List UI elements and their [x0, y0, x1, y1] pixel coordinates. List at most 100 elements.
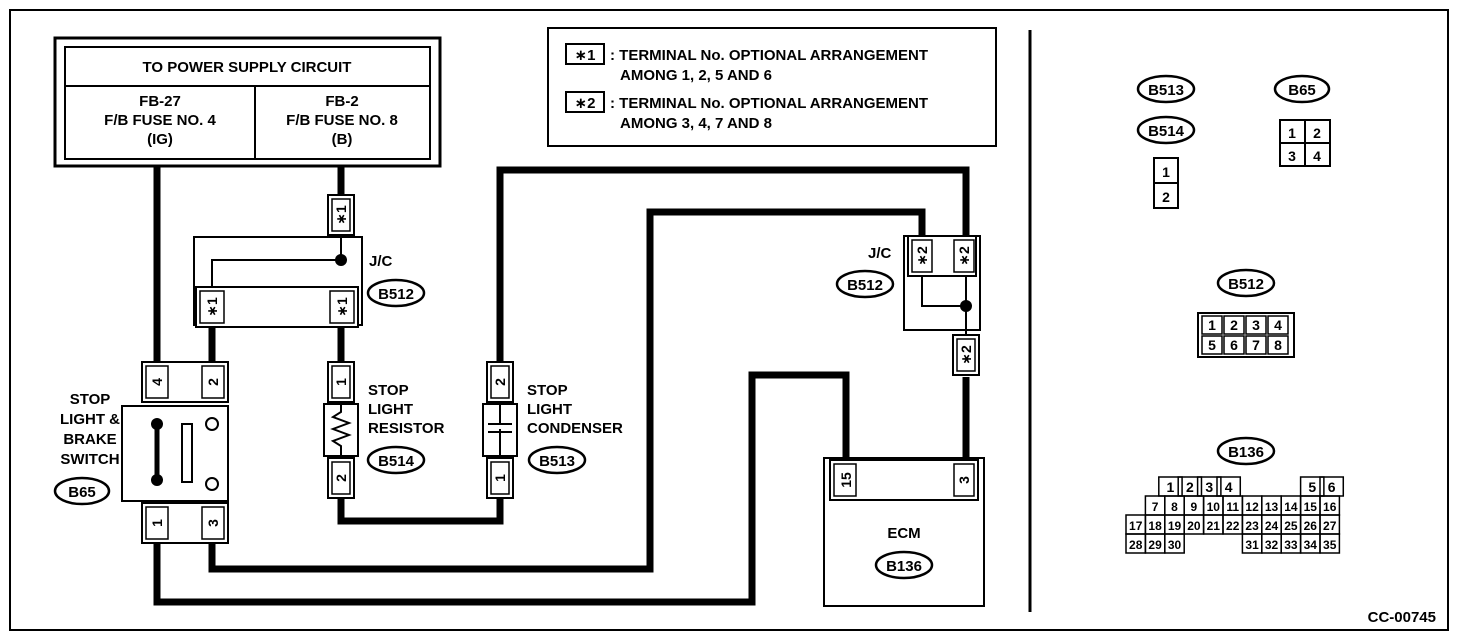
b512-pin-4: 4 — [1274, 317, 1282, 333]
b136-pin-4: 4 — [1225, 479, 1233, 495]
b136-pin-13: 13 — [1265, 500, 1279, 514]
legend-key-2: ∗2 — [575, 95, 596, 112]
jc-left: ∗1 ∗1 ∗1 J/C B512 — [193, 194, 426, 328]
b136-pin-21: 21 — [1207, 519, 1221, 533]
ecm-pin-3: 3 — [956, 476, 972, 484]
conn-b65-code: B65 — [1288, 82, 1316, 99]
b136-pin-11: 11 — [1226, 500, 1239, 514]
resistor-label-1: STOP — [368, 382, 409, 399]
fuse-left-line1: FB-27 — [139, 93, 181, 110]
b136-pin-18: 18 — [1148, 519, 1162, 533]
power-supply-box: TO POWER SUPPLY CIRCUIT FB-27 F/B FUSE N… — [53, 36, 442, 168]
jc-right-label: J/C — [868, 245, 892, 262]
legend-text-1a: : TERMINAL No. OPTIONAL ARRANGEMENT — [610, 47, 928, 64]
resistor-pin-2: 2 — [333, 474, 349, 482]
switch-pin-3: 3 — [205, 519, 221, 527]
b136-pin-2: 2 — [1186, 479, 1194, 495]
ecm-pin-15: 15 — [838, 472, 854, 488]
b136-pin-12: 12 — [1245, 500, 1259, 514]
switch-label-4: SWITCH — [60, 451, 119, 468]
switch-pin-1: 1 — [149, 519, 165, 527]
jc-left-label: J/C — [369, 253, 393, 270]
wire-condenser-to-jc — [496, 166, 970, 362]
b136-pin-15: 15 — [1304, 500, 1318, 514]
b512-pin-8-cell — [1267, 335, 1289, 355]
b512-pin-6-cell — [1223, 335, 1245, 355]
b514-pin-2: 2 — [1162, 189, 1170, 205]
jc-left-code: B512 — [378, 286, 414, 303]
b512-pin-6: 6 — [1230, 337, 1238, 353]
jc-left-top-star: ∗1 — [333, 205, 349, 225]
b136-pin-32: 32 — [1265, 538, 1279, 552]
ecm-label: ECM — [887, 525, 920, 542]
stop-light-condenser: 2 1 STOP LIGHT CONDENSER B513 — [482, 361, 623, 499]
b136-pin-28: 28 — [1129, 538, 1143, 552]
b136-pin-6: 6 — [1328, 479, 1336, 495]
jc-right-bottom-star: ∗2 — [958, 345, 974, 365]
b512-pin-7: 7 — [1252, 337, 1260, 353]
b65-pin-3: 3 — [1288, 148, 1296, 164]
b136-pin-19: 19 — [1168, 519, 1182, 533]
b136-pin-26: 26 — [1304, 519, 1318, 533]
b136-pin-24: 24 — [1265, 519, 1279, 533]
b136-pin-20: 20 — [1187, 519, 1201, 533]
b136-pin-1: 1 — [1167, 479, 1175, 495]
b136-pin-17: 17 — [1129, 519, 1143, 533]
b136-pin-22: 22 — [1226, 519, 1240, 533]
b136-pin-14: 14 — [1284, 500, 1298, 514]
switch-pin-2: 2 — [205, 378, 221, 386]
fuse-right-line1: FB-2 — [325, 93, 358, 110]
b136-pin-5: 5 — [1308, 479, 1316, 495]
conn-b136-code: B136 — [1228, 444, 1264, 461]
switch-label-2: LIGHT & — [60, 411, 120, 428]
condenser-pin-2: 2 — [492, 378, 508, 386]
b512-pin-5: 5 — [1208, 337, 1216, 353]
b65-pin-2: 2 — [1313, 125, 1321, 141]
b65-pin-1: 1 — [1288, 125, 1296, 141]
jc-right-star-1: ∗2 — [914, 246, 930, 266]
legend-text-2b: AMONG 3, 4, 7 AND 8 — [620, 115, 772, 132]
resistor-code: B514 — [378, 453, 415, 470]
condenser-label-3: CONDENSER — [527, 420, 623, 437]
condenser-code: B513 — [539, 453, 575, 470]
switch-code: B65 — [68, 484, 96, 501]
resistor-pin-1: 1 — [333, 378, 349, 386]
fuse-left-line2: F/B FUSE NO. 4 — [104, 112, 216, 129]
diagram-frame — [9, 9, 1449, 631]
b512-pin-3: 3 — [1252, 317, 1260, 333]
wires — [153, 166, 970, 606]
b136-pin-31: 31 — [1245, 538, 1259, 552]
b136-pin-34: 34 — [1304, 538, 1318, 552]
jc-left-bottom-star-2: ∗1 — [334, 297, 350, 317]
b136-pin-7: 7 — [1152, 500, 1159, 514]
condenser-label-2: LIGHT — [527, 401, 572, 418]
b136-pin-29: 29 — [1148, 538, 1162, 552]
power-box-title: TO POWER SUPPLY CIRCUIT — [143, 59, 352, 76]
stop-light-resistor: 1 2 STOP LIGHT RESISTOR B514 — [323, 361, 445, 499]
wire-switch1-to-ecm — [153, 371, 850, 606]
b136-pin-30: 30 — [1168, 538, 1182, 552]
conn-b512-code: B512 — [1228, 276, 1264, 293]
wire-resistor-to-condenser — [337, 498, 504, 525]
b512-pin-3-cell — [1245, 315, 1267, 335]
b136-pin-33: 33 — [1284, 538, 1298, 552]
switch-label-3: BRAKE — [63, 431, 116, 448]
b136-pin-10: 10 — [1207, 500, 1221, 514]
b512-pin-5-cell — [1201, 335, 1223, 355]
b136-pin-3: 3 — [1205, 479, 1213, 495]
condenser-label-1: STOP — [527, 382, 568, 399]
resistor-label-2: LIGHT — [368, 401, 413, 418]
b512-pin-2-cell — [1223, 315, 1245, 335]
b136-pin-16: 16 — [1323, 500, 1337, 514]
resistor-label-3: RESISTOR — [368, 420, 445, 437]
legend: ∗1 : TERMINAL No. OPTIONAL ARRANGEMENT A… — [547, 27, 997, 147]
b136-pin-23: 23 — [1245, 519, 1259, 533]
brake-switch: 4 2 1 3 STOP LIGHT & BRAKE SWITCH B65 — [53, 361, 229, 544]
b512-pin-1-cell — [1201, 315, 1223, 335]
b65-pin-4: 4 — [1313, 148, 1321, 164]
fuse-left-line3: (IG) — [147, 131, 173, 148]
